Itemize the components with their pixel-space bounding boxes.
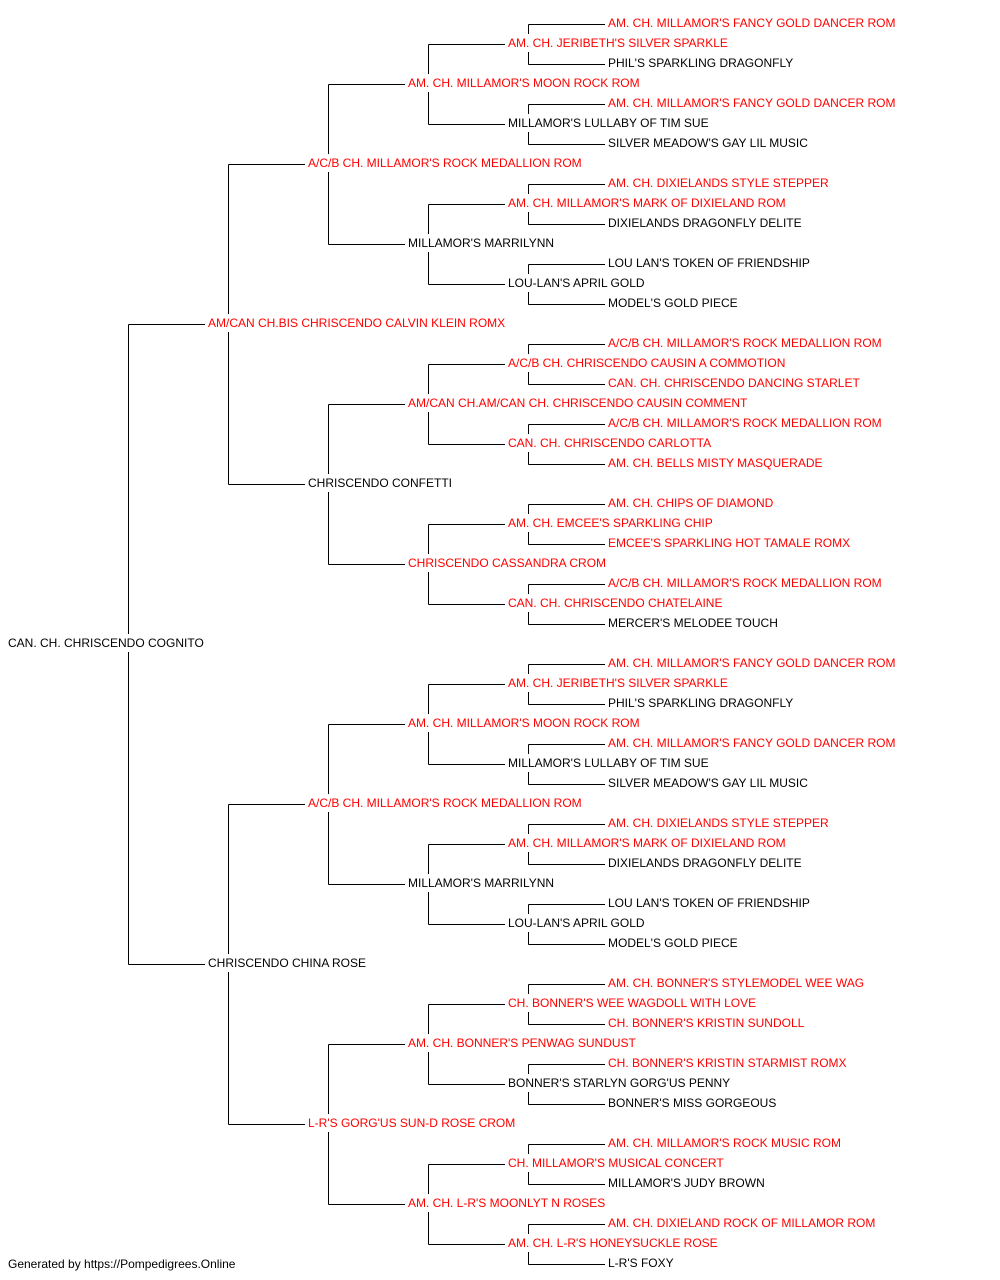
ancestor-name[interactable]: A/C/B CH. MILLAMOR'S ROCK MEDALLION ROM [608, 416, 882, 430]
ancestor-name[interactable]: MILLAMOR'S MARRILYNN [408, 236, 555, 250]
ancestor-name[interactable]: PHIL'S SPARKLING DRAGONFLY [608, 696, 794, 710]
ancestor-name[interactable]: AM. CH. DIXIELAND ROCK OF MILLAMOR ROM [608, 1216, 876, 1230]
ancestor-name[interactable]: A/C/B CH. MILLAMOR'S ROCK MEDALLION ROM [608, 336, 882, 350]
ancestor-name[interactable]: DIXIELANDS DRAGONFLY DELITE [608, 216, 802, 230]
ancestor-name[interactable]: L-R'S FOXY [608, 1256, 674, 1270]
ancestor-name[interactable]: LOU-LAN'S APRIL GOLD [508, 276, 645, 290]
ancestor-name[interactable]: A/C/B CH. MILLAMOR'S ROCK MEDALLION ROM [308, 156, 582, 170]
ancestor-name[interactable]: BONNER'S STARLYN GORG'US PENNY [508, 1076, 731, 1090]
ancestor-name[interactable]: AM. CH. BONNER'S STYLEMODEL WEE WAG [608, 976, 865, 990]
ancestor-name[interactable]: AM. CH. EMCEE'S SPARKLING CHIP [508, 516, 713, 530]
ancestor-name[interactable]: AM. CH. MILLAMOR'S MOON ROCK ROM [408, 76, 640, 90]
ancestor-name[interactable]: MODEL'S GOLD PIECE [608, 936, 738, 950]
ancestor-name[interactable]: CH. MILLAMOR'S MUSICAL CONCERT [508, 1156, 724, 1170]
ancestor-name[interactable]: MERCER'S MELODEE TOUCH [608, 616, 778, 630]
ancestor-name[interactable]: AM. CH. MILLAMOR'S FANCY GOLD DANCER ROM [608, 96, 896, 110]
ancestor-name[interactable]: CHRISCENDO CONFETTI [308, 476, 452, 490]
ancestor-name[interactable]: MILLAMOR'S LULLABY OF TIM SUE [508, 116, 709, 130]
ancestor-name[interactable]: AM. CH. BELLS MISTY MASQUERADE [608, 456, 823, 470]
ancestor-name[interactable]: CHRISCENDO CHINA ROSE [208, 956, 367, 970]
ancestor-name[interactable]: CAN. CH. CHRISCENDO CHATELAINE [508, 596, 723, 610]
ancestor-name[interactable]: CAN. CH. CHRISCENDO DANCING STARLET [608, 376, 860, 390]
ancestor-name[interactable]: CHRISCENDO CASSANDRA CROM [408, 556, 607, 570]
ancestor-name[interactable]: PHIL'S SPARKLING DRAGONFLY [608, 56, 794, 70]
ancestor-name[interactable]: SILVER MEADOW'S GAY LIL MUSIC [608, 776, 808, 790]
ancestor-name[interactable]: MILLAMOR'S MARRILYNN [408, 876, 555, 890]
ancestor-name[interactable]: AM. CH. MILLAMOR'S MARK OF DIXIELAND ROM [508, 196, 786, 210]
ancestor-name[interactable]: DIXIELANDS DRAGONFLY DELITE [608, 856, 802, 870]
ancestor-name[interactable]: AM. CH. MILLAMOR'S ROCK MUSIC ROM [608, 1136, 841, 1150]
ancestor-name[interactable]: L-R'S GORG'US SUN-D ROSE CROM [308, 1116, 516, 1130]
ancestor-name[interactable]: AM. CH. MILLAMOR'S MOON ROCK ROM [408, 716, 640, 730]
ancestor-name[interactable]: AM. CH. MILLAMOR'S FANCY GOLD DANCER ROM [608, 16, 896, 30]
ancestor-name[interactable]: CH. BONNER'S WEE WAGDOLL WITH LOVE [508, 996, 757, 1010]
ancestor-name[interactable]: LOU LAN'S TOKEN OF FRIENDSHIP [608, 256, 810, 270]
ancestor-name[interactable]: AM/CAN CH.AM/CAN CH. CHRISCENDO CAUSIN C… [408, 396, 748, 410]
ancestor-name[interactable]: EMCEE'S SPARKLING HOT TAMALE ROMX [608, 536, 851, 550]
ancestor-name[interactable]: A/C/B CH. MILLAMOR'S ROCK MEDALLION ROM [308, 796, 582, 810]
footer-credit: Generated by https://Pompedigrees.Online [8, 1257, 236, 1271]
ancestor-name[interactable]: AM. CH. CHIPS OF DIAMOND [608, 496, 774, 510]
ancestor-name[interactable]: MILLAMOR'S JUDY BROWN [608, 1176, 765, 1190]
ancestor-name[interactable]: AM/CAN CH.BIS CHRISCENDO CALVIN KLEIN RO… [208, 316, 506, 330]
ancestor-name[interactable]: MILLAMOR'S LULLABY OF TIM SUE [508, 756, 709, 770]
ancestor-name[interactable]: AM. CH. JERIBETH'S SILVER SPARKLE [508, 36, 728, 50]
ancestor-name[interactable]: AM. CH. L-R'S MOONLYT N ROSES [408, 1196, 606, 1210]
ancestor-name[interactable]: AM. CH. DIXIELANDS STYLE STEPPER [608, 816, 829, 830]
ancestor-name[interactable]: AM. CH. MILLAMOR'S MARK OF DIXIELAND ROM [508, 836, 786, 850]
ancestor-name[interactable]: AM. CH. L-R'S HONEYSUCKLE ROSE [508, 1236, 718, 1250]
ancestor-name[interactable]: MODEL'S GOLD PIECE [608, 296, 738, 310]
ancestor-name[interactable]: LOU-LAN'S APRIL GOLD [508, 916, 645, 930]
ancestor-name[interactable]: A/C/B CH. CHRISCENDO CAUSIN A COMMOTION [508, 356, 786, 370]
ancestor-name[interactable]: AM. CH. BONNER'S PENWAG SUNDUST [408, 1036, 636, 1050]
ancestor-name[interactable]: BONNER'S MISS GORGEOUS [608, 1096, 777, 1110]
ancestor-name[interactable]: AM. CH. DIXIELANDS STYLE STEPPER [608, 176, 829, 190]
ancestor-name[interactable]: LOU LAN'S TOKEN OF FRIENDSHIP [608, 896, 810, 910]
subject-dog-name[interactable]: CAN. CH. CHRISCENDO COGNITO [8, 636, 204, 650]
ancestor-name[interactable]: AM. CH. MILLAMOR'S FANCY GOLD DANCER ROM [608, 736, 896, 750]
ancestor-name[interactable]: CAN. CH. CHRISCENDO CARLOTTA [508, 436, 712, 450]
ancestor-name[interactable]: A/C/B CH. MILLAMOR'S ROCK MEDALLION ROM [608, 576, 882, 590]
ancestor-name[interactable]: SILVER MEADOW'S GAY LIL MUSIC [608, 136, 808, 150]
ancestor-name[interactable]: CH. BONNER'S KRISTIN STARMIST ROMX [608, 1056, 847, 1070]
ancestor-name[interactable]: AM. CH. MILLAMOR'S FANCY GOLD DANCER ROM [608, 656, 896, 670]
ancestor-name[interactable]: AM. CH. JERIBETH'S SILVER SPARKLE [508, 676, 728, 690]
ancestor-name[interactable]: CH. BONNER'S KRISTIN SUNDOLL [608, 1016, 805, 1030]
